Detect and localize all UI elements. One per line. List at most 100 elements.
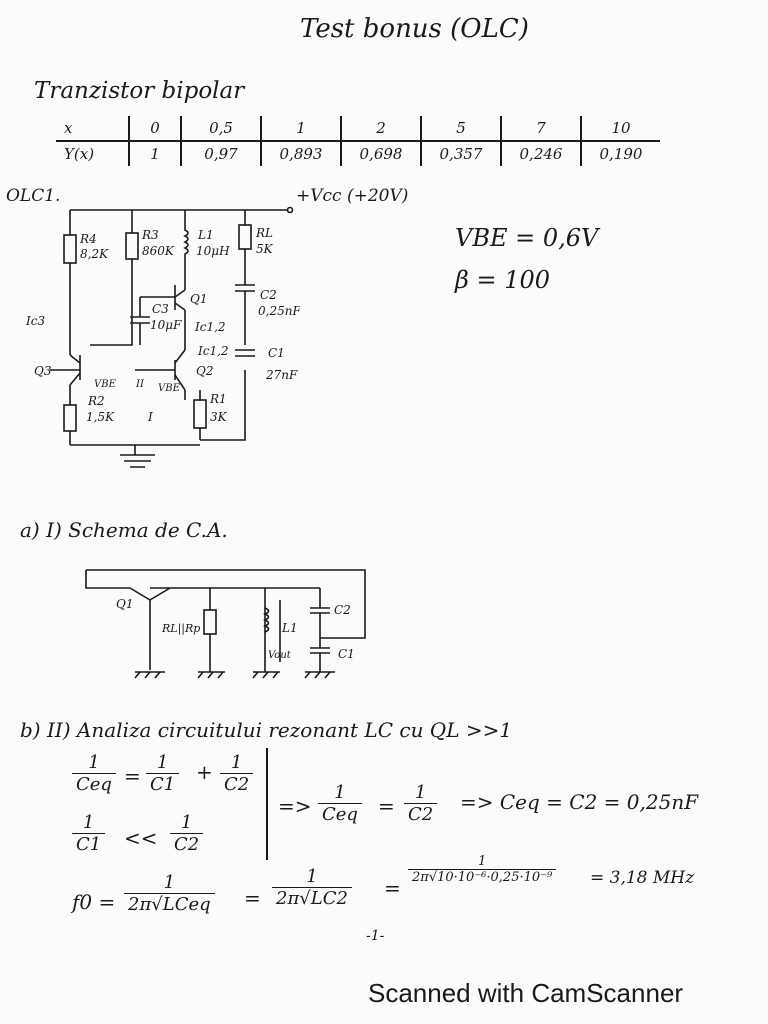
numerator: 1 — [88, 752, 100, 773]
rl-label: RL — [255, 226, 273, 240]
ac-l1-label: L1 — [281, 621, 298, 635]
loop1-label: I — [147, 410, 153, 424]
numerator: 1 — [82, 812, 95, 833]
numerator: 1 — [156, 752, 169, 773]
c3-label: C3 — [152, 302, 169, 316]
r2-value: 1,5K — [86, 410, 115, 424]
denominator: 2π√LCeq — [124, 893, 215, 915]
supply-label: +Vcc (+20V) — [296, 186, 409, 206]
table-cell: 0,698 — [340, 141, 421, 166]
denominator: 2π√LC2 — [272, 887, 352, 909]
ac-vout-label: Vout — [268, 650, 292, 661]
denominator: 2π√10·10⁻⁶·0,25·10⁻⁹ — [408, 869, 557, 885]
ac-c2-label: C2 — [334, 603, 351, 617]
oscillator-schematic: R4 8,2K R3 860K L1 10μH RL 5K Q1 C3 10μF… — [25, 206, 300, 468]
table-cell: 0,5 — [180, 116, 261, 142]
table-row: x 0 0,5 1 2 5 7 10 — [56, 116, 660, 142]
numerator: 1 — [230, 752, 243, 773]
fraction-f0-3: 1 2π√10·10⁻⁶·0,25·10⁻⁹ — [408, 854, 557, 885]
table-cell: 2 — [340, 116, 421, 142]
fraction-1-c2-b: 1 C2 — [170, 812, 204, 855]
section-heading-bipolar: Tranzistor bipolar — [34, 78, 245, 104]
r3-label: R3 — [141, 228, 159, 242]
f0-label: f0 = — [72, 890, 116, 914]
r4-value: 8,2K — [80, 247, 109, 261]
equals-sign: = — [384, 876, 401, 900]
denominator: C2 — [170, 833, 204, 855]
table-cell: 0 — [128, 116, 181, 142]
numerator: 1 — [180, 812, 193, 833]
fraction-1-c2-c: 1 C2 — [404, 782, 438, 825]
equals-sign: = — [244, 886, 261, 910]
equals-sign: = — [124, 764, 141, 788]
much-less-sign: << — [124, 826, 158, 850]
ac-schematic: Q1 RL||Rp L1 Vout C2 C1 — [85, 569, 366, 679]
table-cell: 0,246 — [500, 141, 581, 166]
q3-label: Q3 — [34, 364, 52, 378]
ic3-label: Ic3 — [25, 314, 45, 328]
fraction-1-c1: 1 C1 — [146, 752, 180, 795]
table-cell: x — [56, 116, 129, 142]
ceq-result: => Ceq = C2 = 0,25nF — [460, 790, 699, 814]
denominator: C2 — [220, 773, 254, 795]
table-cell: 1 — [260, 116, 341, 142]
r2-label: R2 — [87, 394, 105, 408]
fraction-1-ceq: 1 Ceq — [72, 752, 116, 795]
table-cell: 7 — [500, 116, 581, 142]
r4-label: R4 — [79, 232, 97, 246]
c2-label: C2 — [260, 288, 277, 302]
c3-value: 10μF — [150, 318, 182, 332]
denominator: C2 — [404, 803, 438, 825]
vbe2-label: VBE — [158, 383, 181, 394]
table-cell: 0,357 — [420, 141, 501, 166]
numerator: 1 — [477, 854, 487, 869]
table-cell: 0,893 — [260, 141, 341, 166]
r1-value: 3K — [210, 410, 228, 424]
l1-value: 10μH — [196, 244, 230, 258]
fraction-1-ceq-b: 1 Ceq — [318, 782, 362, 825]
page-number: -1- — [366, 928, 385, 944]
divider-line — [266, 748, 268, 860]
ic12-label-b: Ic1,2 — [197, 344, 229, 358]
fraction-f0-1: 1 2π√LCeq — [124, 872, 215, 915]
rl-value: 5K — [256, 242, 274, 256]
scanner-footer: Scanned with CamScanner — [368, 978, 684, 1008]
implies-sign: => — [278, 794, 312, 818]
table-cell: 10 — [580, 116, 660, 142]
fraction-f0-2: 1 2π√LC2 — [272, 866, 352, 909]
ac-q1-label: Q1 — [116, 597, 133, 611]
table-cell: 0,190 — [580, 141, 660, 166]
c2-value: 0,25nF — [258, 304, 300, 318]
page-title: Test bonus (OLC) — [300, 14, 529, 44]
f0-result: = 3,18 MHz — [590, 868, 695, 888]
vbe3-label: VBE — [94, 379, 117, 390]
ic12-label-a: Ic1,2 — [194, 320, 226, 334]
table-cell: 1 — [128, 141, 181, 166]
ac-c1-label: C1 — [338, 647, 355, 661]
r1-label: R1 — [209, 392, 227, 406]
numerator: 1 — [306, 866, 318, 887]
fraction-1-c1-b: 1 C1 — [72, 812, 106, 855]
circuit-heading: OLC1. — [6, 186, 61, 206]
l1-label: L1 — [197, 228, 214, 242]
q1-label: Q1 — [190, 292, 207, 306]
c1-label: C1 — [268, 346, 285, 360]
plus-sign: + — [196, 760, 213, 784]
denominator: C1 — [146, 773, 180, 795]
numerator: 1 — [414, 782, 427, 803]
table-cell: 5 — [420, 116, 501, 142]
table-row: Y(x) 1 0,97 0,893 0,698 0,357 0,246 0,19… — [56, 141, 660, 166]
r3-value: 860K — [142, 244, 175, 258]
denominator: C1 — [72, 833, 106, 855]
c1-value: 27nF — [265, 368, 298, 382]
table-cell: 0,97 — [180, 141, 261, 166]
table-cell: Y(x) — [64, 145, 95, 163]
given-vbe: VBE = 0,6V — [455, 224, 599, 252]
given-beta: β = 100 — [455, 266, 551, 294]
denominator: Ceq — [72, 773, 116, 795]
numerator: 1 — [334, 782, 346, 803]
equals-sign: = — [378, 794, 395, 818]
numerator: 1 — [163, 872, 176, 893]
denominator: Ceq — [318, 803, 362, 825]
fraction-1-c2: 1 C2 — [220, 752, 254, 795]
